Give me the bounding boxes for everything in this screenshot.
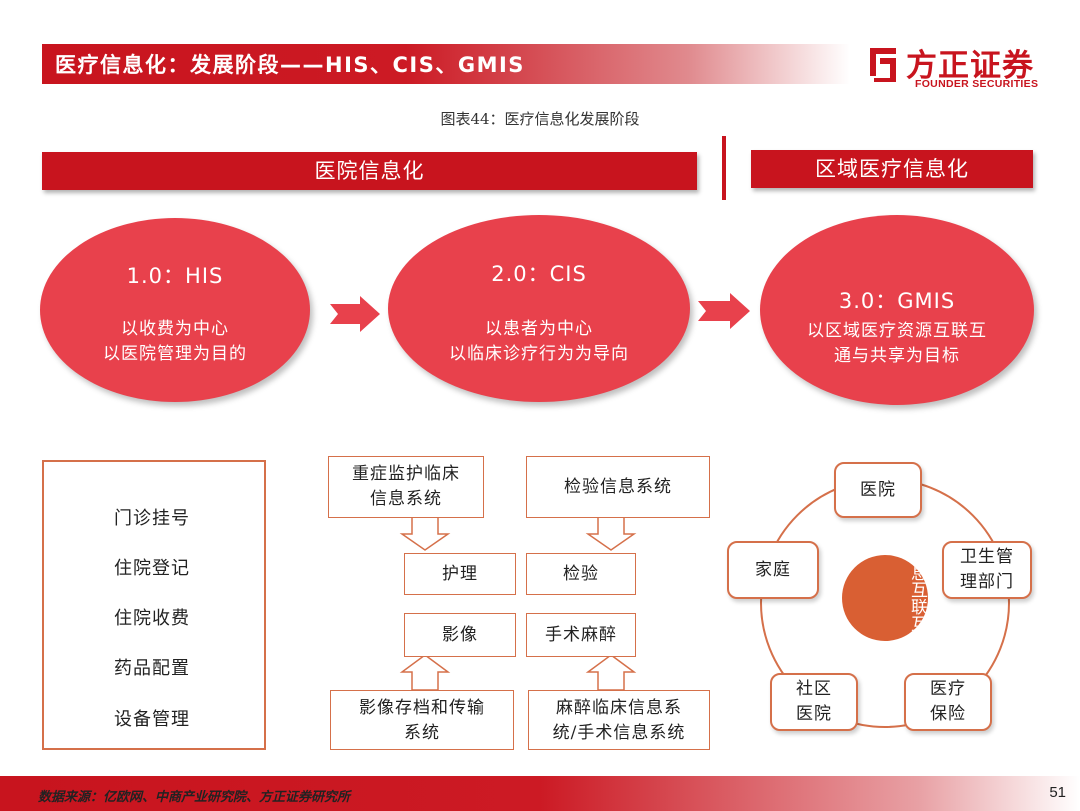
stage-his-ellipse: 1.0：HIS 以收费为中心 以医院管理为目的 [40, 218, 310, 402]
his-item: 门诊挂号 [114, 508, 190, 529]
node-line: 医院 [796, 704, 832, 724]
stage-desc-line: 通与共享为目标 [834, 346, 960, 366]
node-line: 理部门 [960, 572, 1014, 592]
box-line: 信息系统 [370, 489, 442, 509]
interconnection-center: 息互联互 [842, 555, 928, 641]
arrow-right-icon [330, 296, 380, 332]
stage-desc-line: 以患者为中心 [485, 319, 593, 339]
data-source: 数据来源：亿欧网、中商产业研究院、方正证券研究所 [38, 790, 351, 805]
his-functions-box [42, 460, 266, 750]
logo-english-name: FOUNDER SECURITIES [915, 78, 1039, 90]
imaging-box: 影像 [404, 613, 516, 657]
cis-flow-arrows [399, 515, 637, 691]
lab-box: 检验 [526, 553, 636, 595]
node-medical-insurance: 医疗 保险 [904, 673, 992, 731]
logo-chinese-name: 方正证券 [906, 48, 1034, 84]
box-line: 统/手术信息系统 [552, 723, 686, 743]
node-line: 卫生管 [960, 547, 1014, 567]
box-line: 重症监护临床 [352, 464, 460, 484]
footer-bar [0, 776, 1080, 811]
node-line: 保险 [930, 704, 966, 724]
node-community-hospital: 社区 医院 [770, 673, 858, 731]
his-item: 药品配置 [114, 658, 190, 679]
lab-information-system-box: 检验信息系统 [526, 456, 710, 518]
box-line: 影像存档和传输 [359, 698, 485, 718]
node-health-department: 卫生管 理部门 [942, 541, 1032, 599]
stage-desc-line: 以收费为中心 [121, 319, 229, 339]
surgery-anesthesia-box: 手术麻醉 [526, 613, 636, 657]
stage-cis-ellipse: 2.0：CIS 以患者为中心 以临床诊疗行为为导向 [388, 215, 690, 402]
arrow-right-icon [698, 293, 750, 329]
stage-title: 3.0：GMIS [838, 289, 956, 313]
page-title: 医疗信息化：发展阶段——HIS、CIS、GMIS [55, 53, 525, 77]
page-number: 51 [1049, 784, 1066, 801]
his-item: 设备管理 [114, 709, 190, 730]
anesthesia-system-box: 麻醉临床信息系 统/手术信息系统 [528, 690, 710, 750]
stage-desc-line: 以临床诊疗行为为导向 [449, 344, 629, 364]
stage-desc-line: 以医院管理为目的 [103, 344, 247, 364]
stage-gmis-ellipse: 3.0：GMIS 以区域医疗资源互联互 通与共享为目标 [760, 215, 1034, 405]
box-line: 麻醉临床信息系 [556, 698, 682, 718]
header-bar [42, 44, 850, 84]
founder-logo-icon [870, 48, 896, 82]
stage-title: 1.0：HIS [126, 264, 224, 288]
node-line: 社区 [796, 679, 832, 699]
stage-desc-line: 以区域医疗资源互联互 [807, 321, 987, 341]
node-family: 家庭 [727, 541, 819, 599]
node-line: 医疗 [930, 679, 966, 699]
node-hospital: 医院 [834, 462, 922, 518]
box-line: 系统 [404, 723, 440, 743]
section-hospital-informatization: 医院信息化 [42, 152, 697, 190]
center-label: 息互联互 [907, 564, 927, 632]
section-regional-informatization: 区域医疗信息化 [751, 150, 1033, 188]
icu-clinical-system-box: 重症监护临床 信息系统 [328, 456, 484, 518]
pacs-box: 影像存档和传输 系统 [330, 690, 514, 750]
nursing-box: 护理 [404, 553, 516, 595]
figure-caption: 图表44：医疗信息化发展阶段 [440, 110, 640, 128]
section-divider [722, 136, 726, 200]
his-item: 住院收费 [114, 608, 190, 629]
his-item: 住院登记 [114, 558, 190, 579]
stage-title: 2.0：CIS [491, 262, 587, 286]
